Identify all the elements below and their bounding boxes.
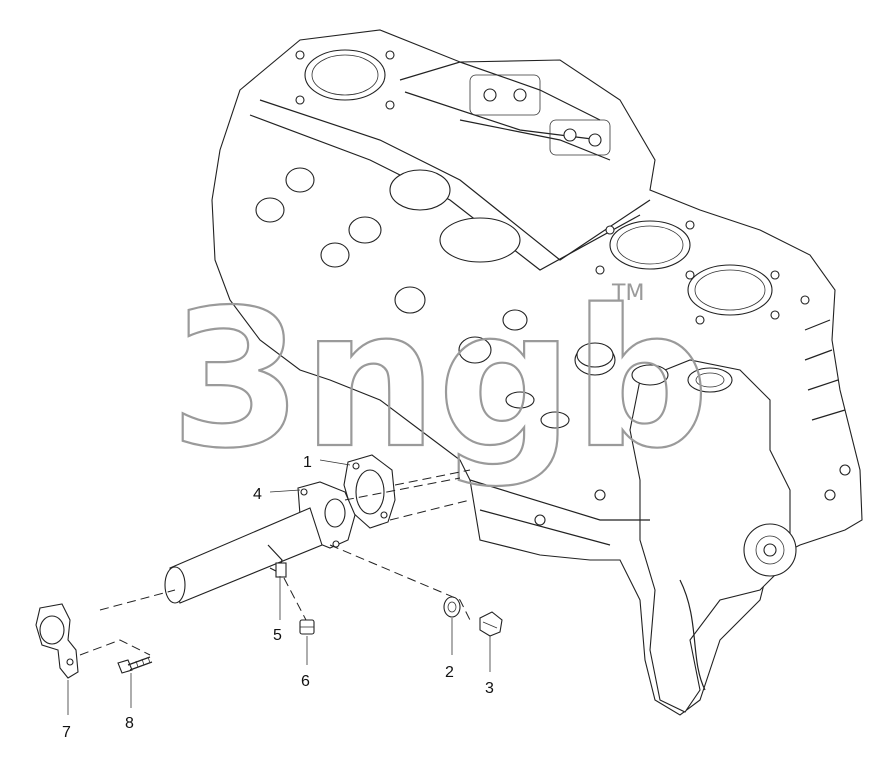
callout-6: 6 <box>301 673 310 690</box>
callout-8: 8 <box>125 715 134 732</box>
small-cap <box>299 619 315 635</box>
sealing-washer <box>443 596 461 618</box>
callout-3: 3 <box>485 680 494 697</box>
callout-2: 2 <box>445 664 454 681</box>
watermark: 3ngb TM <box>169 268 711 491</box>
watermark-text: 3ngb <box>170 269 709 490</box>
callouts: 1 2 3 4 5 6 7 8 <box>62 454 494 741</box>
gasket <box>343 454 396 529</box>
callout-5: 5 <box>273 627 282 644</box>
pipe-nipple <box>275 562 287 578</box>
engine-block <box>211 29 863 716</box>
drain-plug <box>479 611 503 637</box>
lower-bolts <box>534 464 851 526</box>
assembly-lines <box>79 469 471 656</box>
callout-7: 7 <box>62 724 71 741</box>
water-pipe <box>164 481 356 604</box>
callout-1: 1 <box>303 454 312 471</box>
valve-detail <box>469 74 611 156</box>
pipe-clamp <box>35 603 79 679</box>
leader-lines <box>67 459 491 715</box>
bolt <box>117 656 153 674</box>
callout-4: 4 <box>253 486 262 503</box>
head-bolt-holes <box>295 50 810 325</box>
water-pump-housing <box>576 342 797 713</box>
watermark-tm: TM <box>611 281 644 306</box>
